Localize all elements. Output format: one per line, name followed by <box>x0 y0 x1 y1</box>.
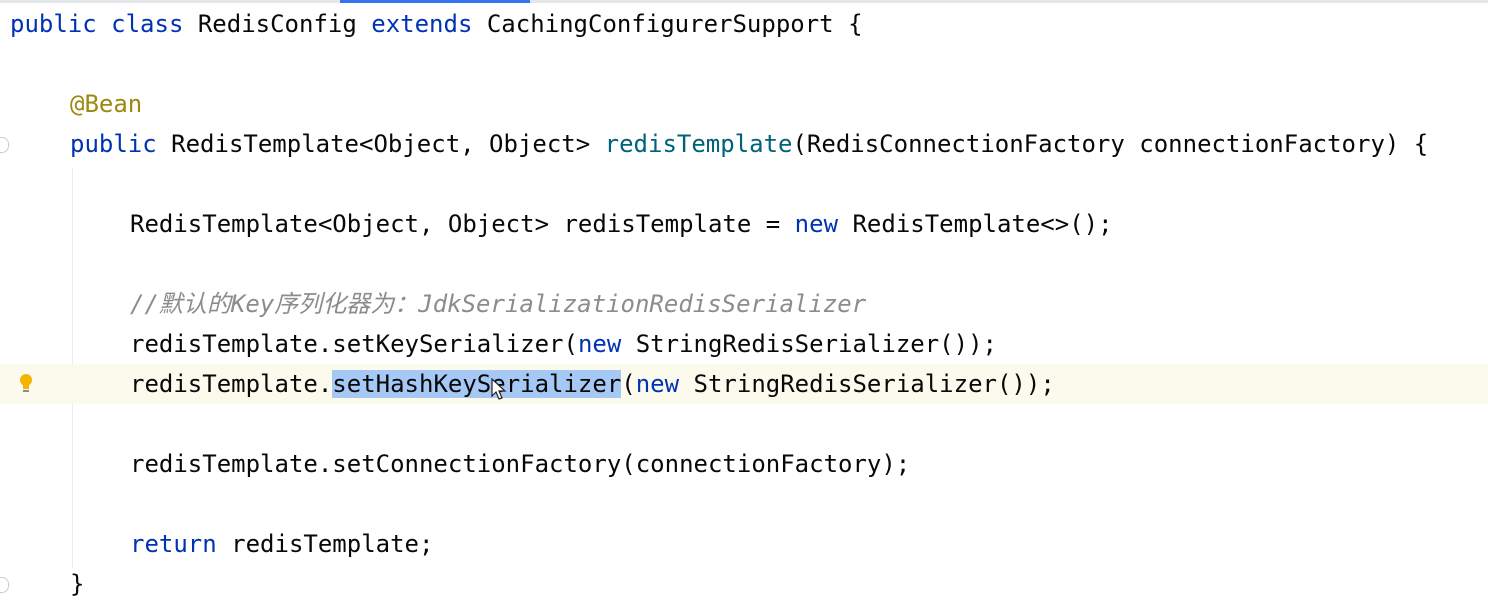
fold-marker-icon[interactable] <box>0 137 9 153</box>
code-line-set-connection-factory[interactable]: redisTemplate.setConnectionFactory(conne… <box>0 444 1488 484</box>
code-token: redisTemplate; <box>231 530 434 558</box>
code-token: RedisConfig <box>197 10 372 38</box>
code-text: redisTemplate.setKeySerializer(new Strin… <box>130 324 997 364</box>
code-text: redisTemplate.setHashKeySerializer(new S… <box>130 364 1055 404</box>
code-token: class <box>111 10 198 38</box>
code-token: (RedisConnectionFactory connectionFactor… <box>792 130 1429 158</box>
code-line-method-declaration[interactable]: public RedisTemplate<Object, Object> red… <box>0 124 1488 164</box>
code-token: redisTemplate. <box>130 370 333 398</box>
code-text: return redisTemplate; <box>130 524 433 564</box>
code-token: setHashKeySerializer <box>332 370 622 398</box>
code-token: ( <box>621 370 636 398</box>
code-token: //默认的Key序列化器为：JdkSerializationRedisSeria… <box>130 290 867 318</box>
code-token: RedisTemplate<>(); <box>852 210 1113 238</box>
code-token: RedisTemplate<Object, Object> redisTempl… <box>130 210 795 238</box>
code-token: @Bean <box>70 90 143 118</box>
editor-tab-strip <box>0 0 1488 3</box>
code-line-return[interactable]: return redisTemplate; <box>0 524 1488 564</box>
code-text: } <box>70 564 84 604</box>
code-token: return <box>130 530 232 558</box>
code-text: redisTemplate.setConnectionFactory(conne… <box>130 444 910 484</box>
code-token: CachingConfigurerSupport { <box>486 10 863 38</box>
code-text: public RedisTemplate<Object, Object> red… <box>70 124 1428 164</box>
code-token: new <box>794 210 853 238</box>
code-token: redisTemplate.setKeySerializer( <box>130 330 578 358</box>
code-token: extends <box>371 10 487 38</box>
code-token: } <box>70 570 85 598</box>
code-token: StringRedisSerializer()); <box>635 330 997 358</box>
code-text: RedisTemplate<Object, Object> redisTempl… <box>130 204 1113 244</box>
code-token: redisTemplate <box>604 130 793 158</box>
code-line-close-brace[interactable]: } <box>0 564 1488 604</box>
code-line-set-hash-key-serializer[interactable]: redisTemplate.setHashKeySerializer(new S… <box>0 364 1488 404</box>
mouse-pointer-icon <box>491 378 507 400</box>
fold-marker-icon[interactable] <box>0 577 9 593</box>
code-text: public class RedisConfig extends Caching… <box>10 4 863 44</box>
code-line-set-key-serializer[interactable]: redisTemplate.setKeySerializer(new Strin… <box>0 324 1488 364</box>
code-token: new <box>577 330 636 358</box>
code-token: redisTemplate.setConnectionFactory(conne… <box>130 450 911 478</box>
code-text: @Bean <box>70 84 142 124</box>
code-line-template-creation[interactable]: RedisTemplate<Object, Object> redisTempl… <box>0 204 1488 244</box>
code-text: //默认的Key序列化器为：JdkSerializationRedisSeria… <box>130 284 866 324</box>
code-line-annotation[interactable]: @Bean <box>0 84 1488 124</box>
code-token: StringRedisSerializer()); <box>693 370 1055 398</box>
code-token: new <box>635 370 694 398</box>
lightbulb-icon[interactable] <box>18 372 34 396</box>
code-token: public <box>10 10 112 38</box>
active-tab-indicator <box>340 0 530 3</box>
code-line-class-declaration[interactable]: public class RedisConfig extends Caching… <box>0 4 1488 44</box>
code-token: public <box>70 130 172 158</box>
code-line-comment[interactable]: //默认的Key序列化器为：JdkSerializationRedisSeria… <box>0 284 1488 324</box>
code-token: RedisTemplate<Object, Object> <box>171 130 605 158</box>
